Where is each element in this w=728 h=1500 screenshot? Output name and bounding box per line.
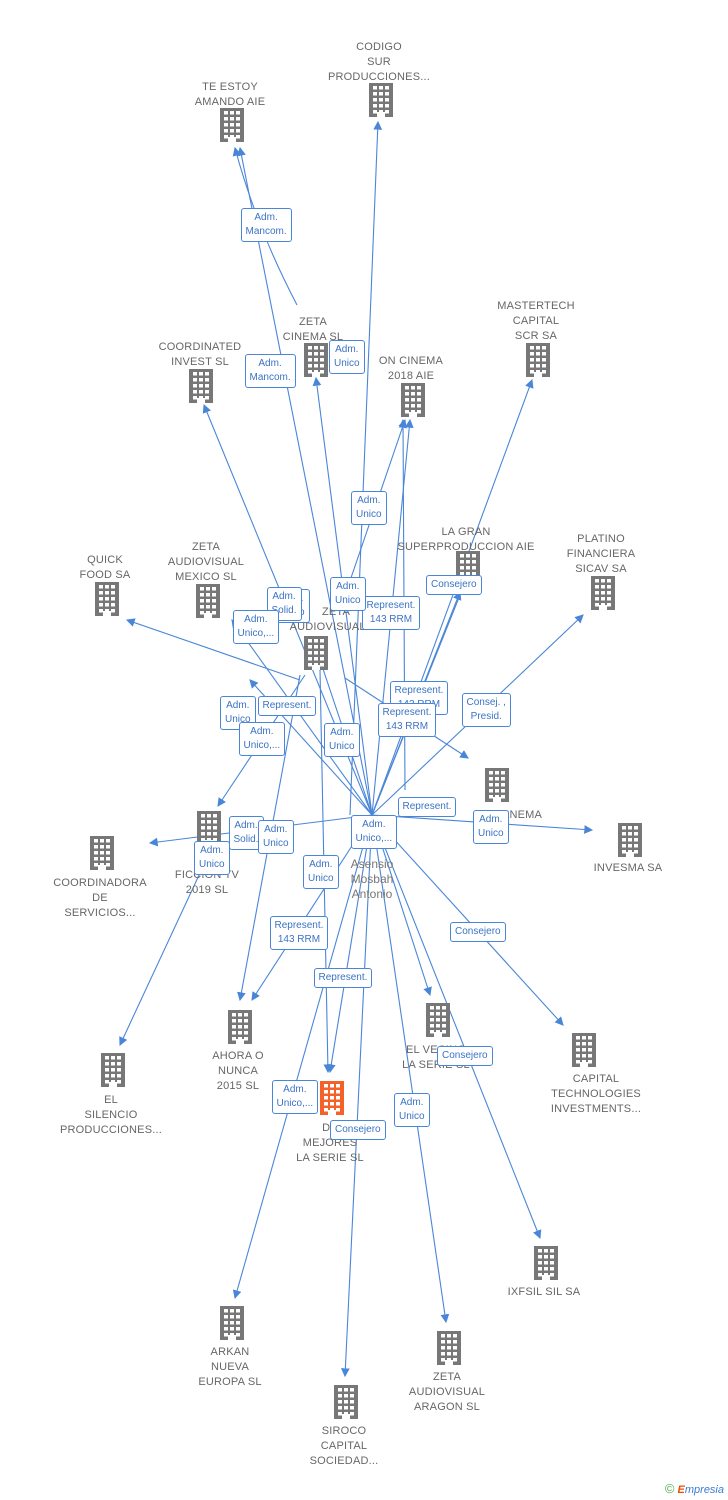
relation-label[interactable]: Represent.143 RRM — [361, 596, 421, 630]
company-building-icon[interactable] — [87, 836, 117, 870]
relation-label[interactable]: Consejero — [426, 575, 482, 595]
company-building-icon[interactable] — [588, 576, 618, 610]
relation-edge — [371, 814, 542, 1240]
relation-label[interactable]: Consejero — [330, 1120, 386, 1140]
company-building-icon[interactable] — [366, 83, 396, 117]
relation-label[interactable]: Represent. — [397, 797, 457, 817]
copyright-icon: © — [664, 1481, 675, 1496]
company-name-label[interactable]: DEMEJORESLA SERIE SL — [296, 1122, 364, 1164]
relation-edge — [371, 814, 450, 1324]
relation-label[interactable]: Represent. — [313, 968, 373, 988]
relation-label[interactable]: Adm.Mancom. — [240, 208, 292, 242]
relation-label[interactable]: Adm.Unico,... — [350, 815, 398, 849]
relation-edge — [340, 814, 373, 1378]
relation-edge — [349, 120, 383, 816]
company-building-icon[interactable] — [423, 1003, 453, 1037]
relation-label[interactable]: Represent.143 RRM — [269, 916, 329, 950]
relation-label[interactable]: Adm.Unico — [258, 820, 294, 854]
relation-label[interactable]: Adm.Unico — [194, 841, 230, 875]
relation-label[interactable]: Adm.Unico — [324, 723, 360, 757]
relation-label[interactable]: Represent. — [257, 696, 317, 716]
company-building-icon[interactable] — [217, 1306, 247, 1340]
company-building-icon[interactable] — [301, 343, 331, 377]
relation-label[interactable]: Adm.Unico,... — [232, 610, 280, 644]
relation-edge — [371, 814, 564, 1026]
company-name-label[interactable]: IXFSIL SIL SA — [507, 1286, 581, 1298]
company-building-icon[interactable] — [434, 1331, 464, 1365]
company-name-label[interactable]: INVESMA SA — [593, 862, 663, 874]
relation-label[interactable]: Consejero — [437, 1046, 493, 1066]
relation-label[interactable]: Represent.143 RRM — [377, 703, 437, 737]
relation-label[interactable]: Consej. ,Presid. — [461, 693, 511, 727]
company-building-icon[interactable] — [531, 1246, 561, 1280]
company-building-icon[interactable] — [398, 383, 428, 417]
brand-logo-letter: E — [677, 1484, 685, 1496]
relation-label[interactable]: Adm.Unico — [394, 1093, 430, 1127]
relation-label[interactable]: Adm.Unico — [329, 340, 365, 374]
relation-label[interactable]: Adm.Unico — [303, 855, 339, 889]
relation-edge — [232, 814, 373, 1300]
relation-label[interactable]: Adm.Solid. — [228, 816, 264, 850]
relation-label[interactable]: Adm.Unico — [220, 696, 256, 730]
relation-label[interactable]: Adm.Unico,... — [271, 1080, 319, 1114]
brand-name: mpresia — [684, 1484, 724, 1496]
relation-edge — [237, 146, 373, 816]
relation-label[interactable]: Adm.Unico,... — [238, 722, 286, 756]
relation-label[interactable]: Adm.Unico — [473, 810, 509, 844]
company-building-icon[interactable] — [194, 811, 224, 845]
relation-edge — [371, 378, 534, 816]
company-building-icon[interactable] — [615, 823, 645, 857]
company-building-icon[interactable] — [225, 1010, 255, 1044]
company-building-icon[interactable] — [569, 1033, 599, 1067]
company-name-label[interactable]: ON CINEMA — [477, 809, 543, 821]
relation-label[interactable]: Adm.Unico — [330, 577, 366, 611]
company-building-icon[interactable] — [301, 636, 331, 670]
company-building-icon[interactable] — [217, 108, 247, 142]
relation-label[interactable]: Adm.Mancom. — [244, 354, 296, 388]
company-building-icon[interactable] — [98, 1053, 128, 1087]
company-building-icon[interactable] — [523, 343, 553, 377]
relation-label[interactable]: Consejero — [450, 922, 506, 942]
relation-edge — [125, 618, 301, 681]
company-building-icon[interactable] — [482, 768, 512, 802]
company-building-icon[interactable] — [92, 582, 122, 616]
brand-footer: © Empresia — [665, 1481, 724, 1496]
company-building-icon[interactable] — [186, 369, 216, 403]
company-building-icon[interactable] — [317, 1081, 347, 1115]
relation-label[interactable]: Adm.Solid. — [266, 587, 302, 621]
company-building-icon[interactable] — [331, 1385, 361, 1419]
company-building-icon[interactable] — [193, 584, 223, 618]
relation-edge — [231, 619, 373, 816]
relation-label[interactable]: Adm.Unico — [351, 491, 387, 525]
